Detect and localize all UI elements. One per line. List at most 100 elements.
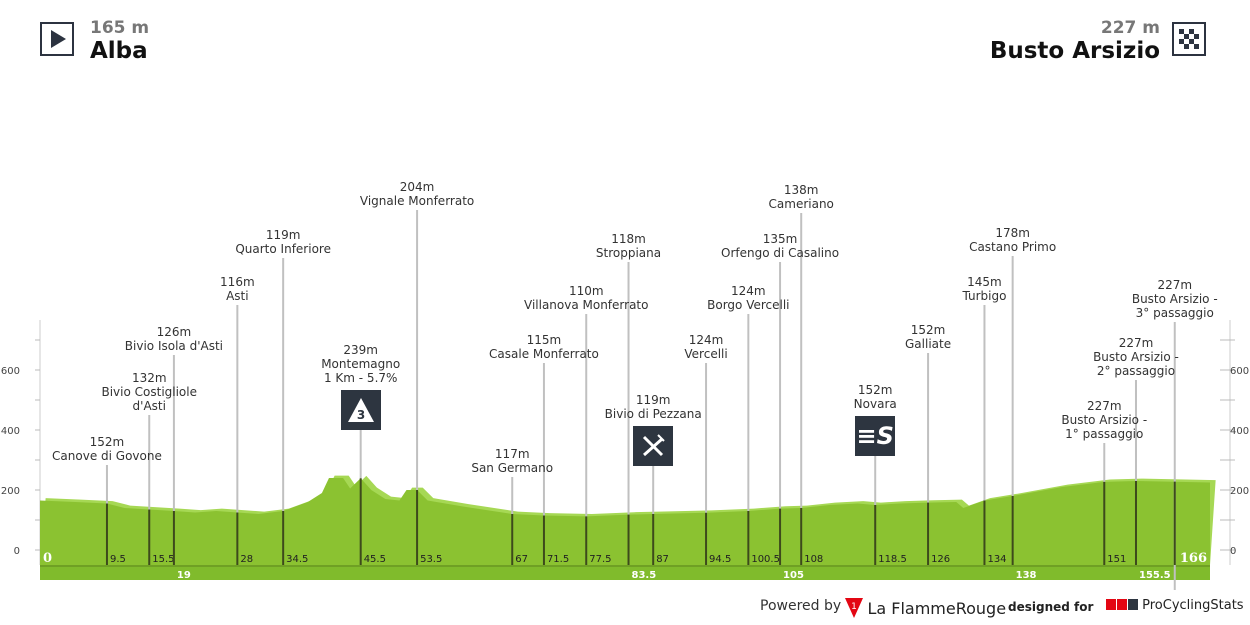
pcs-logo[interactable]: ProCyclingStats [1106, 598, 1244, 614]
point-name: Borgo Vercelli [707, 298, 790, 312]
pcs-label: ProCyclingStats [1142, 598, 1244, 613]
start-flag-icon [40, 22, 74, 56]
point-name: Busto Arsizio - [1061, 413, 1148, 427]
point-name: Asti [226, 289, 249, 303]
point-altitude: 145m [967, 275, 1002, 289]
km-label: 83.5 [632, 570, 657, 581]
point-altitude: 118m [611, 232, 646, 246]
y-tick-label-right: 400 [1230, 426, 1249, 437]
sprint-icon: ≡S [855, 416, 896, 456]
point-name: Quarto Inferiore [235, 242, 331, 256]
point-name: Novara [853, 397, 897, 411]
km-label: 108 [804, 554, 823, 565]
y-tick-label-left: 0 [14, 546, 20, 557]
km-start-label: 0 [43, 551, 52, 566]
point-altitude: 178m [995, 226, 1030, 240]
km-label: 87 [656, 554, 669, 565]
profile-area [40, 478, 1210, 565]
point-altitude: 152m [857, 383, 893, 397]
km-label: 15.5 [152, 554, 174, 565]
km-label: 94.5 [709, 554, 731, 565]
svg-text:1: 1 [851, 602, 857, 612]
point-name: Bivio di Pezzana [604, 407, 702, 421]
y-tick-label-right: 600 [1230, 366, 1249, 377]
point-name: Vercelli [684, 347, 728, 361]
km-label: 34.5 [286, 554, 308, 565]
point-name: Orfengo di Casalino [721, 246, 840, 260]
point-name: Bivio Costigliole [101, 385, 197, 399]
flammerouge-logo[interactable]: 1 La FlammeRouge [845, 598, 1006, 618]
km-label: 134 [987, 554, 1006, 565]
flammerouge-label: La FlammeRouge [867, 599, 1007, 618]
point-name: Castano Primo [969, 240, 1057, 254]
y-tick-label-right: 200 [1230, 486, 1249, 497]
point-altitude: 132m [131, 371, 167, 385]
point-name: Casale Monferrato [489, 347, 599, 361]
point-altitude: 138m [783, 183, 819, 197]
point-name: Stroppiana [595, 246, 662, 260]
point-altitude: 227m [1118, 336, 1154, 350]
point-name: 1° passaggio [1065, 427, 1144, 441]
point-name: Busto Arsizio - [1131, 292, 1218, 306]
km-label: 77.5 [589, 554, 611, 565]
point-altitude: 119m [265, 228, 301, 242]
km-label: 19 [177, 570, 191, 581]
start-altitude: 165 m [90, 18, 150, 38]
feed-zone-icon [633, 426, 674, 466]
point-altitude: 227m [1157, 278, 1193, 292]
point-altitude: 124m [688, 333, 724, 347]
km-label: 118.5 [878, 554, 907, 565]
point-altitude: 116m [220, 275, 255, 289]
y-tick-label-right: 0 [1230, 546, 1236, 557]
point-altitude: 152m [89, 435, 125, 449]
finish-altitude: 227 m [1100, 18, 1160, 38]
powered-by-text: Powered by [760, 598, 842, 614]
y-tick-label-left: 600 [1, 366, 20, 377]
climb-category: 3 [357, 408, 365, 422]
point-altitude: 135m [762, 232, 798, 246]
point-name: 2° passaggio [1096, 364, 1176, 378]
point-name: 3° passaggio [1135, 306, 1214, 320]
km-label: 126 [931, 554, 950, 565]
pcs-icon [1106, 599, 1138, 614]
point-name: Cameriano [768, 197, 834, 211]
km-label: 71.5 [547, 554, 569, 565]
point-name: Busto Arsizio - [1093, 350, 1179, 364]
km-label: 138 [1016, 570, 1037, 581]
y-tick-label-left: 200 [1, 486, 20, 497]
point-name: Vignale Monferrato [359, 194, 475, 208]
km-label: 9.5 [110, 554, 126, 565]
point-altitude: 126m [156, 325, 192, 339]
point-name: d'Asti [132, 399, 166, 413]
point-altitude: 227m [1086, 399, 1122, 413]
finish-flag-icon [1172, 22, 1206, 56]
km-label: 45.5 [364, 554, 386, 565]
point-name: Canove di Govone [52, 449, 162, 463]
point-name: Turbigo [962, 289, 1007, 303]
point-altitude: 115m [526, 333, 562, 347]
km-label: 155.5 [1139, 570, 1171, 581]
point-altitude: 124m [731, 284, 766, 298]
y-tick-label-left: 400 [1, 426, 20, 437]
point-name: 1 Km - 5.7% [323, 371, 398, 385]
point-name: Montemagno [321, 357, 401, 371]
designed-for-text: designed for [1008, 600, 1094, 614]
km-label: 151 [1107, 554, 1126, 565]
point-altitude: 110m [568, 284, 604, 298]
point-altitude: 239m [343, 343, 378, 357]
point-altitude: 204m [399, 180, 435, 194]
start-city: Alba [90, 38, 148, 64]
flammerouge-icon: 1 [845, 598, 863, 618]
point-altitude: 152m [910, 323, 946, 337]
point-name: Bivio Isola d'Asti [124, 339, 224, 353]
point-name: San Germano [471, 461, 554, 475]
climb-cat-3-icon: 3 [340, 390, 381, 430]
point-altitude: 117m [494, 447, 530, 461]
km-label: 105 [783, 570, 804, 581]
km-label: 28 [240, 554, 253, 565]
point-name: Galliate [905, 337, 952, 351]
km-label: 53.5 [420, 554, 442, 565]
km-band [40, 567, 1210, 580]
